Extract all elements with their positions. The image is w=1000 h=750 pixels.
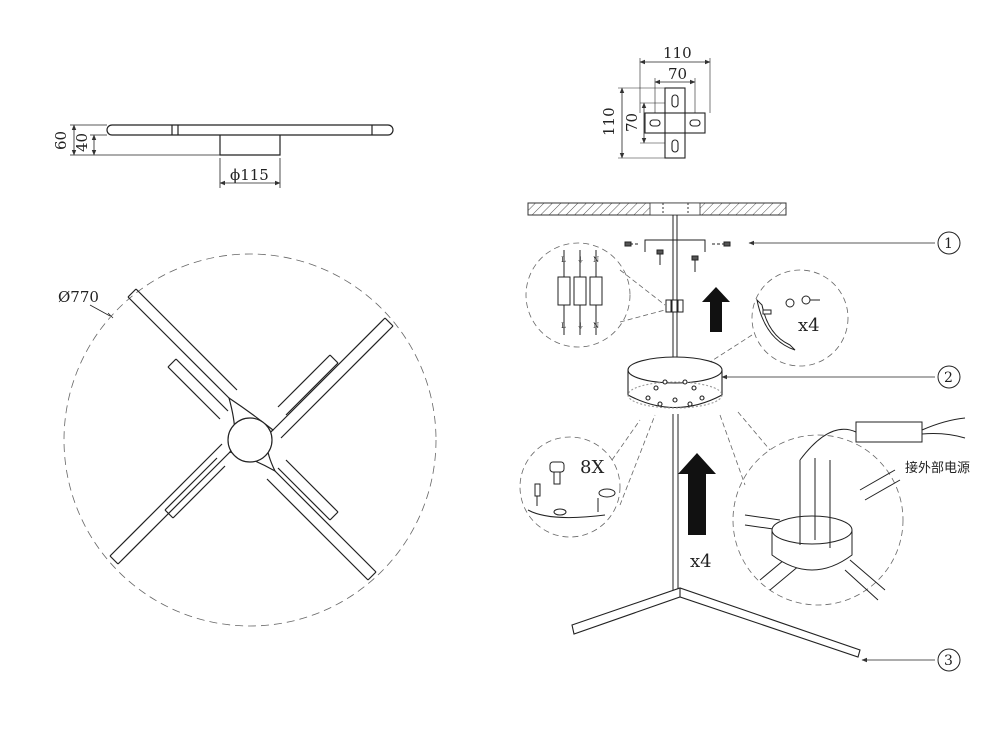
callout-2: 2 [944, 370, 953, 386]
ceiling [527, 202, 787, 216]
canopy [627, 356, 723, 409]
callout-1: 1 [944, 236, 953, 252]
terminal-bottom-label-ground: ⏚ [577, 322, 584, 330]
side-view-canopy [219, 135, 281, 156]
arm-screw-qty: 8X [580, 457, 604, 478]
terminal-top-label-n: N [593, 256, 599, 264]
callout-2-circle [937, 365, 961, 389]
up-arrow-large-icon [678, 453, 716, 535]
callout-3-circle [937, 648, 961, 672]
exploded-bracket [624, 239, 935, 272]
bracket-width-outer-label: 110 [663, 44, 692, 62]
side-height-total-label: 60 [52, 131, 70, 150]
top-view [63, 253, 437, 627]
side-view [70, 124, 394, 188]
top-view-diameter-label: Ø770 [58, 288, 99, 306]
callout-1-circle [937, 231, 961, 255]
terminal-top-label-ground: ⏚ [577, 256, 584, 264]
mounting-bracket [618, 58, 711, 159]
terminal-bottom-label-l: L [561, 322, 566, 330]
terminal-bottom-label-n: N [593, 322, 599, 330]
bracket-width-inner-label: 70 [668, 65, 687, 83]
bracket-height-outer-label: 110 [600, 107, 618, 136]
callout-3: 3 [944, 653, 953, 669]
top-view-arms [109, 288, 394, 581]
arm-install-qty: x4 [690, 551, 712, 572]
canopy-screw-detail [709, 269, 849, 367]
up-arrow-icon [702, 287, 730, 332]
wire-connector [665, 299, 684, 313]
arm-screw-detail [519, 414, 656, 538]
side-canopy-diameter-label: ϕ115 [230, 166, 269, 184]
external-power-note: 接外部电源 [905, 460, 970, 476]
bracket-height-inner-label: 70 [623, 113, 641, 132]
side-height-body-label: 40 [73, 133, 91, 152]
side-view-arm [106, 124, 394, 136]
top-view-outline-circle [63, 253, 437, 627]
light-arm [571, 587, 861, 658]
canopy-screw-qty: x4 [798, 315, 820, 336]
driver-wiring-detail [719, 411, 966, 606]
wiring-detail [525, 242, 666, 348]
terminal-top-label-l: L [561, 256, 566, 264]
